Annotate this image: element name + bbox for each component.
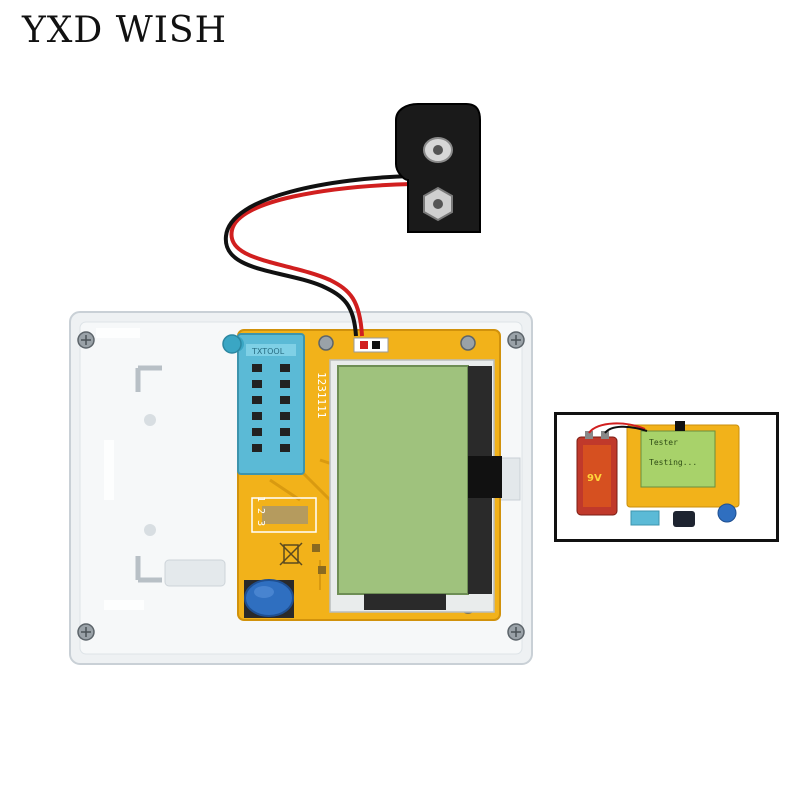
screw [507,331,525,349]
test-push-button [244,579,294,618]
inset-lcd-line2: Testing... [649,458,697,467]
battery-clip [223,103,481,337]
board-silkscreen-label: 1231111 [315,372,328,418]
inset-lcd-line1: Tester [649,438,678,447]
inset-photo: Tester Testing... 9V [554,412,779,542]
zif-test-socket: TXTOOL [222,333,305,475]
lcd-display [329,359,502,613]
screw [507,623,525,641]
screw [77,623,95,641]
board-pin-label: 1 2 3 [255,496,266,526]
inset-tester-kit: Tester Testing... 9V [557,415,776,539]
inset-battery-label: 9V [587,473,602,484]
weee-bin-icon [279,542,303,566]
screw [77,331,95,349]
brand-logo-text: YXD WISH [22,10,227,51]
socket-label: TXTOOL [251,347,285,356]
